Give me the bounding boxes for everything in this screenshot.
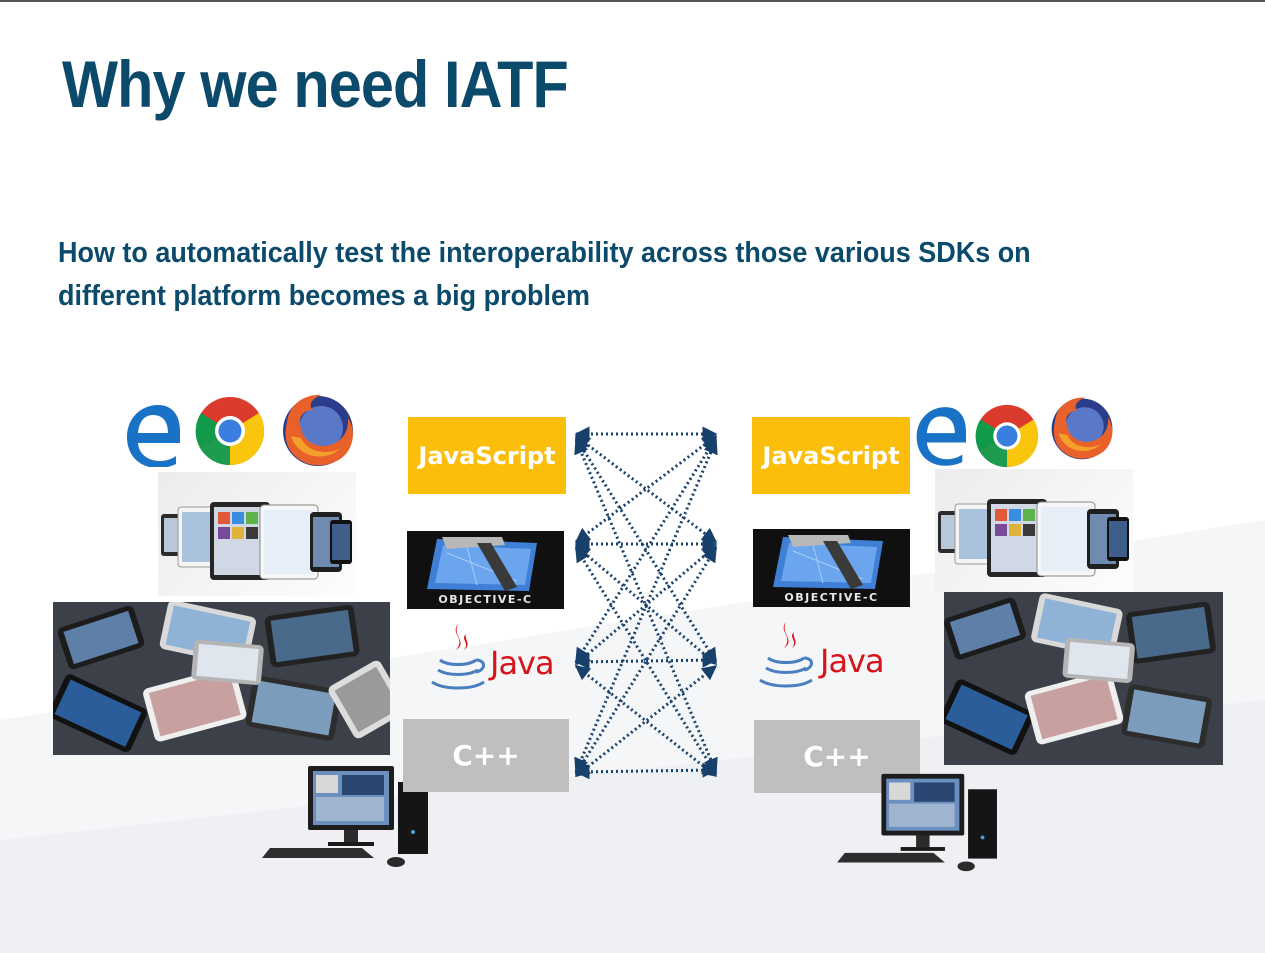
xcode-hammer-icon	[427, 537, 537, 591]
java-sdk-right: Java	[756, 618, 886, 698]
java-cup-icon	[431, 624, 485, 690]
objective-c-label: OBJECTIVE-C	[784, 591, 879, 604]
javascript-label: JavaScript	[418, 441, 556, 470]
objective-c-sdk-left: OBJECTIVE-C	[407, 531, 564, 609]
objective-c-label: OBJECTIVE-C	[438, 593, 533, 606]
javascript-label: JavaScript	[762, 441, 900, 470]
firefox-browser-icon	[1048, 395, 1116, 461]
objective-c-sdk-right: OBJECTIVE-C	[753, 529, 910, 607]
xcode-hammer-icon	[773, 535, 883, 589]
chrome-browser-icon	[975, 404, 1039, 468]
tablet-devices-image	[158, 472, 356, 596]
firefox-browser-icon	[279, 392, 357, 468]
slide-title: Why we need IATF	[62, 47, 569, 121]
java-label: Java	[490, 644, 555, 682]
cpp-sdk-left: C++	[403, 719, 569, 792]
desktop-computer-image	[834, 770, 1002, 874]
desktop-computer-image	[262, 762, 430, 870]
cpp-label: C++	[803, 740, 871, 773]
interoperability-connectors	[574, 426, 718, 780]
chrome-browser-icon	[195, 396, 265, 466]
top-border-line	[0, 0, 1265, 2]
java-cup-icon	[759, 622, 813, 688]
edge-browser-icon	[912, 404, 966, 466]
smartphones-pile-image	[53, 602, 390, 755]
slide-subtitle: How to automatically test the interopera…	[58, 237, 1031, 312]
cpp-label: C++	[452, 739, 520, 772]
java-sdk-left: Java	[428, 620, 558, 700]
javascript-sdk-right: JavaScript	[752, 417, 910, 494]
edge-browser-icon	[122, 403, 180, 468]
java-label: Java	[820, 642, 885, 680]
smartphones-pile-image	[944, 592, 1223, 765]
javascript-sdk-left: JavaScript	[408, 417, 566, 494]
tablet-devices-image	[935, 469, 1133, 593]
